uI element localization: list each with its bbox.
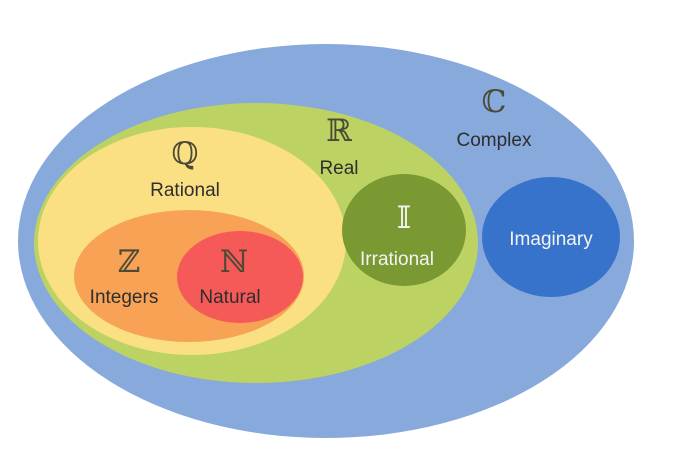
imaginary-set: Imaginary bbox=[482, 177, 620, 297]
irrational-symbol: 𝕀 bbox=[397, 200, 412, 236]
integers-symbol: ℤ bbox=[118, 244, 141, 280]
natural-label: Natural bbox=[199, 287, 260, 308]
complex-label: Complex bbox=[457, 130, 532, 151]
complex-symbol: ℂ bbox=[482, 84, 507, 120]
imaginary-region bbox=[482, 177, 620, 297]
irrational-label: Irrational bbox=[360, 249, 434, 270]
rational-symbol: ℚ bbox=[171, 136, 198, 172]
irrational-region bbox=[342, 174, 466, 286]
natural-set: ℕ Natural bbox=[177, 231, 303, 323]
real-label: Real bbox=[319, 158, 358, 179]
rational-label: Rational bbox=[150, 180, 220, 201]
imaginary-label: Imaginary bbox=[509, 229, 593, 250]
real-symbol: ℝ bbox=[326, 113, 352, 149]
integers-label: Integers bbox=[90, 287, 159, 308]
irrational-set: 𝕀 Irrational bbox=[342, 174, 466, 286]
natural-symbol: ℕ bbox=[220, 244, 248, 280]
natural-region bbox=[177, 231, 303, 323]
